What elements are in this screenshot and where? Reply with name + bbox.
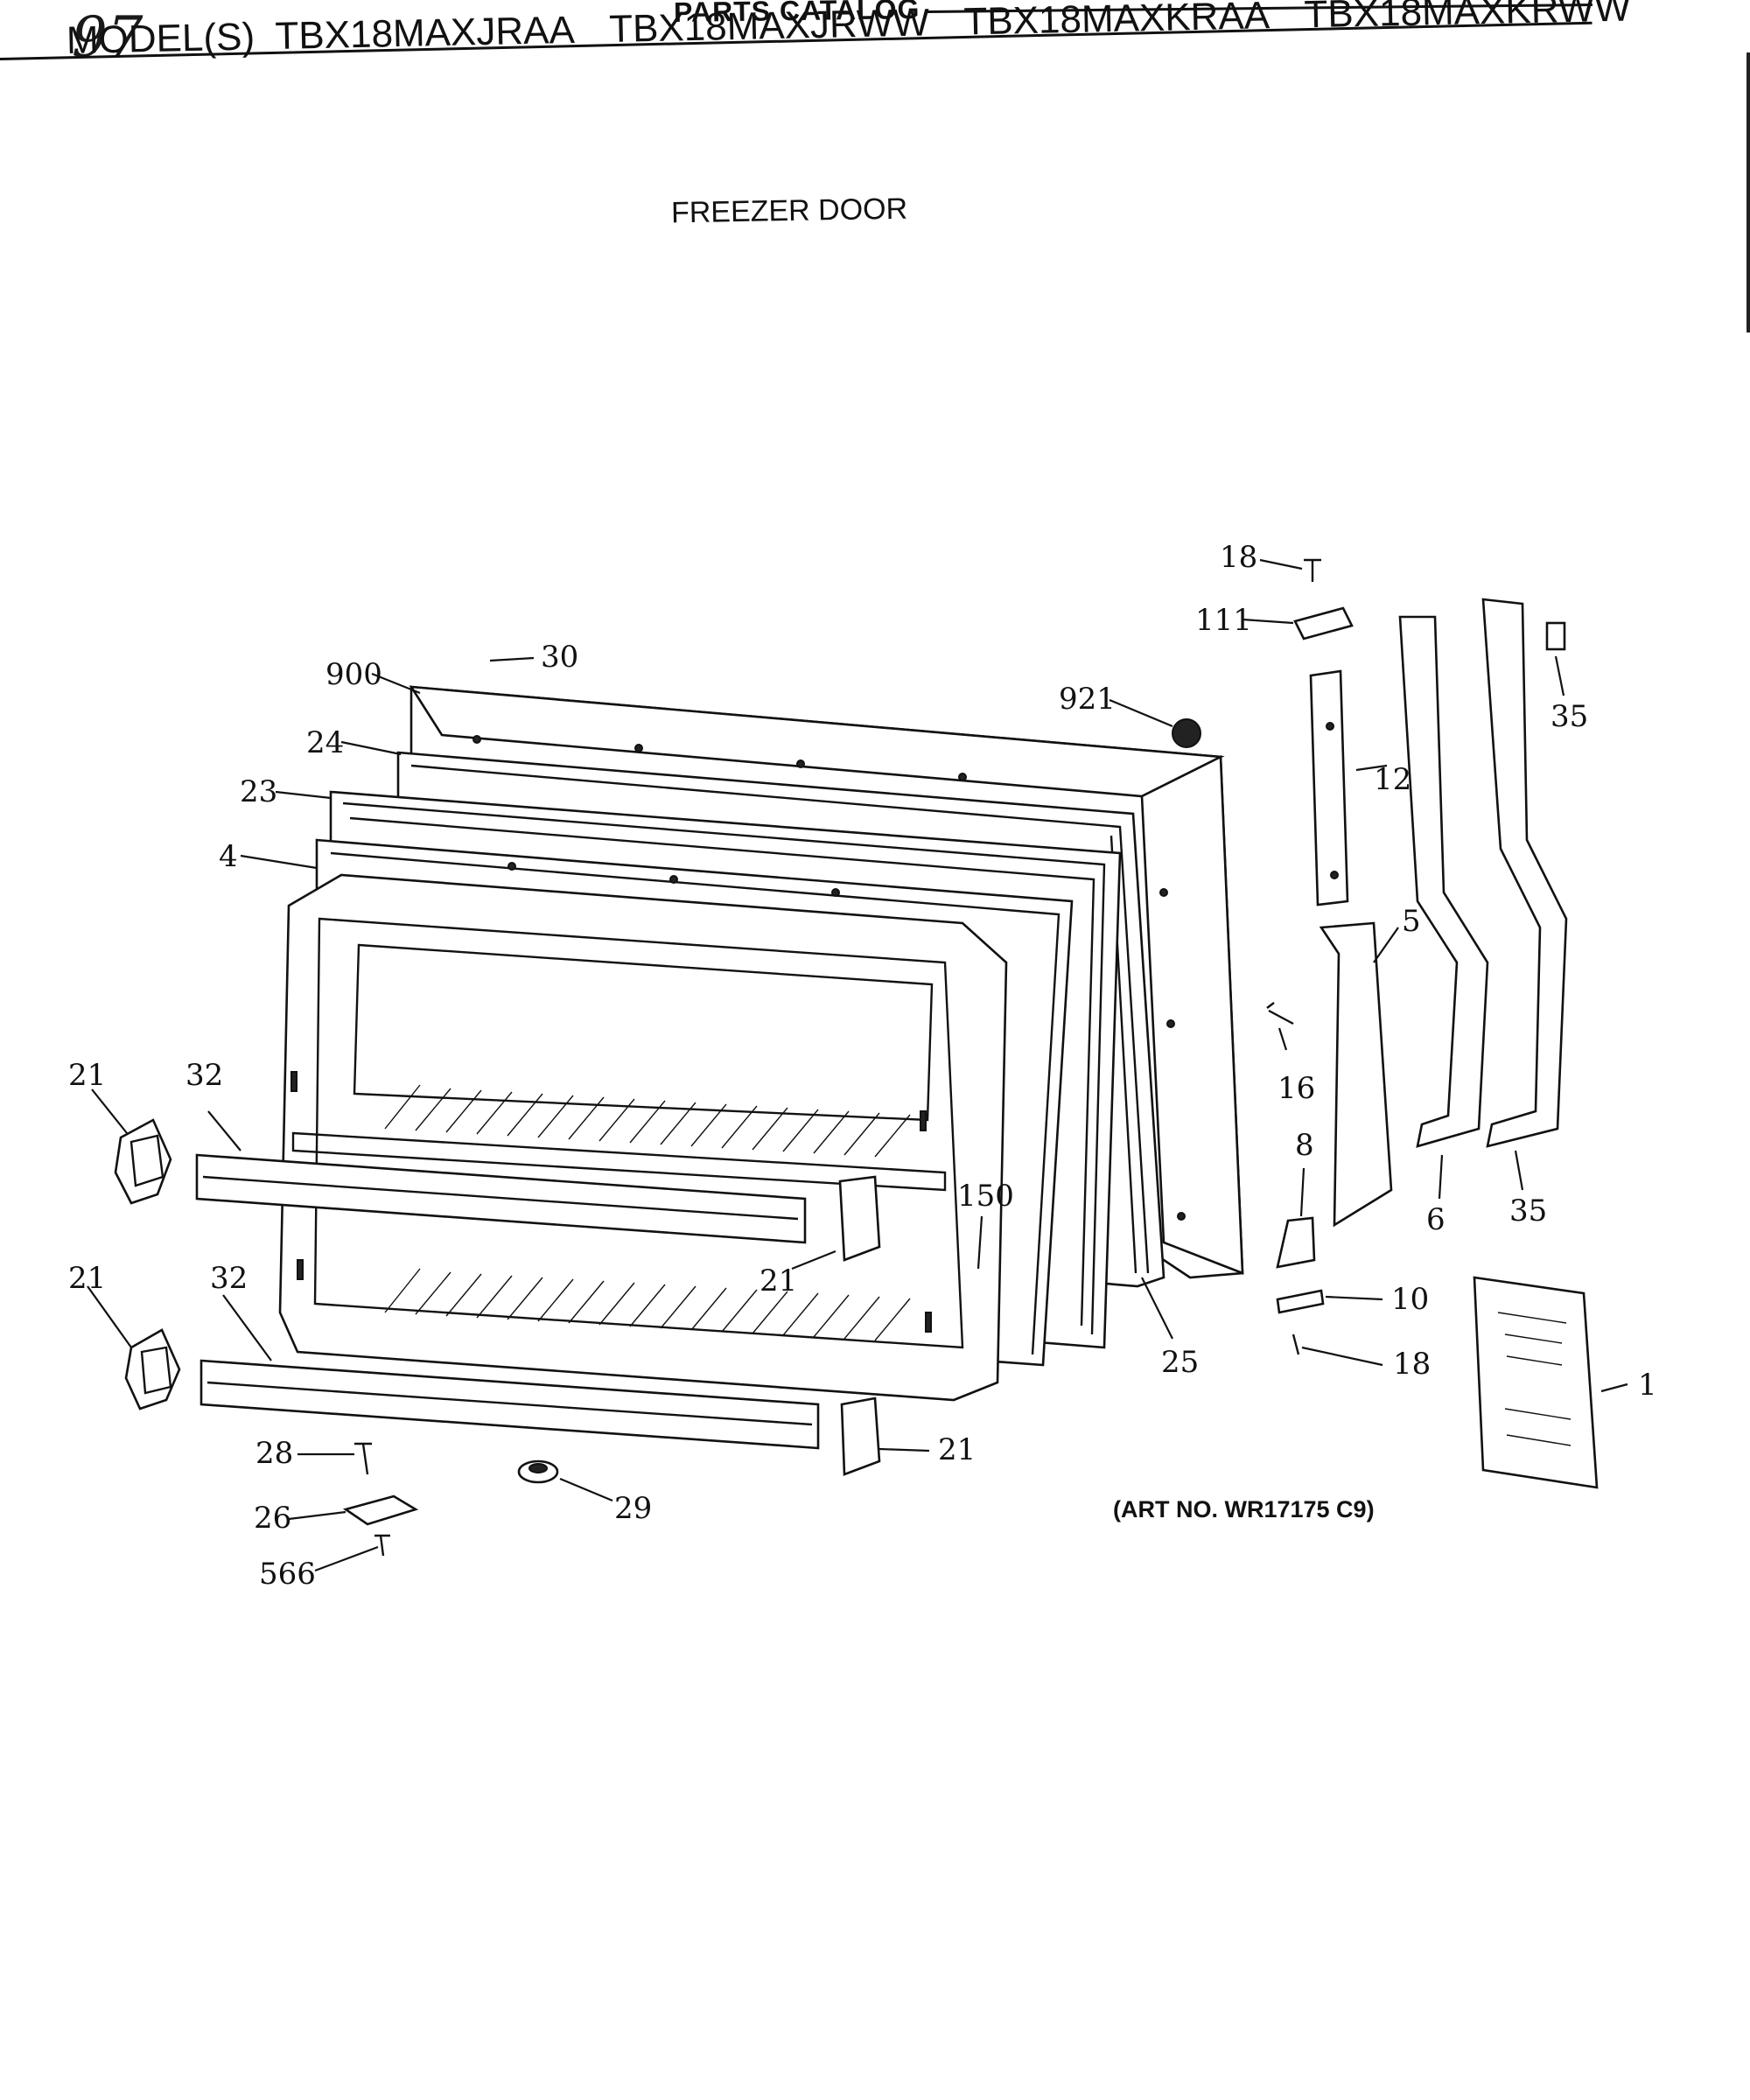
inner-door-liner [278, 873, 1008, 1402]
screw-18-bottom [1292, 1334, 1300, 1355]
callouts: 18 111 30 900 921 35 24 12 23 4 5 16 21 … [68, 540, 1657, 1592]
handle-35 [1481, 598, 1568, 1148]
parts-manual-1 [1473, 1276, 1599, 1489]
callout-111: 111 [1195, 603, 1252, 638]
callout-21: 21 [938, 1432, 976, 1467]
callout-6: 6 [1426, 1202, 1446, 1237]
lower-shelf-rail [200, 1359, 881, 1476]
callout-29: 29 [614, 1491, 652, 1526]
bracket-10 [1276, 1289, 1325, 1314]
screw-566 [374, 1534, 390, 1557]
plug-921 [1172, 718, 1201, 748]
screw-18-top [1304, 558, 1321, 582]
screw-28 [354, 1442, 372, 1475]
callout-12: 12 [1374, 762, 1411, 797]
handle-end-35 [1545, 621, 1566, 651]
callout-28: 28 [256, 1436, 293, 1471]
callout-21: 21 [68, 1058, 106, 1093]
callout-25: 25 [1161, 1345, 1199, 1380]
callout-18: 18 [1220, 540, 1257, 575]
end-cap-21 [840, 1396, 881, 1476]
callout-35: 35 [1550, 699, 1588, 734]
screw-16 [1266, 1002, 1294, 1026]
callout-18: 18 [1393, 1347, 1431, 1382]
handwritten-page-number: 97 [72, 5, 144, 70]
callout-921: 921 [1059, 682, 1116, 717]
callout-150: 150 [957, 1179, 1014, 1214]
callout-35: 35 [1509, 1194, 1547, 1228]
callout-23: 23 [240, 774, 277, 809]
upper-shelf-rail [195, 1153, 881, 1262]
callout-4: 4 [219, 839, 238, 874]
callout-21: 21 [760, 1264, 797, 1298]
hinge-cap-111 [1293, 606, 1354, 640]
callout-32: 32 [210, 1261, 248, 1296]
end-cap-21-left-lower [124, 1328, 181, 1410]
handle-bracket-5 [1319, 921, 1393, 1228]
leader-lines [87, 558, 1628, 1572]
callout-10: 10 [1391, 1282, 1429, 1317]
end-cap-21 [838, 1175, 881, 1262]
callout-1: 1 [1638, 1368, 1657, 1403]
hinge-bracket-12 [1309, 669, 1349, 906]
handle-6 [1398, 615, 1489, 1148]
callout-900: 900 [326, 657, 382, 692]
art-number: (ART NO. WR17175 C9) [1113, 1496, 1375, 1522]
end-cap-21-left-upper [114, 1118, 172, 1205]
scan-edge-mark [1746, 52, 1750, 332]
callout-26: 26 [254, 1501, 291, 1536]
callout-24: 24 [306, 725, 344, 760]
callout-5: 5 [1402, 904, 1421, 939]
callout-30: 30 [541, 640, 578, 675]
callout-566: 566 [259, 1557, 316, 1592]
callout-32: 32 [186, 1058, 223, 1093]
plug-29 [517, 1460, 559, 1484]
bracket-8 [1276, 1216, 1316, 1269]
plate-26 [342, 1494, 419, 1526]
callout-16: 16 [1278, 1071, 1315, 1106]
callout-21: 21 [68, 1261, 106, 1296]
callout-8: 8 [1295, 1128, 1314, 1163]
